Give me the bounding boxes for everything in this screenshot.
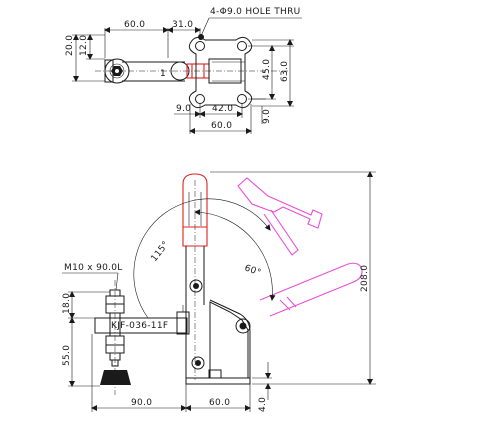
dim-90: 90.0 (131, 398, 152, 408)
dim-4: 4.0 (258, 397, 268, 412)
dim-42-bottom: 42.0 (212, 104, 233, 114)
dim-20-top: 20.0 (65, 35, 75, 56)
dim-9-right: 9.0 (262, 109, 272, 124)
side-view: KJF-036-11F M10 x 90.0L 115° 60° 18.0 55… (62, 171, 376, 412)
dim-63-top: 63.0 (280, 61, 290, 82)
dim-55: 55.0 (62, 345, 72, 366)
spindle-note: M10 x 90.0L (64, 263, 123, 273)
dim-9-bottom: 9.0 (176, 104, 191, 114)
dim-60-top: 60.0 (124, 20, 145, 30)
dim-45-top: 45.0 (262, 59, 272, 80)
dim-60-side: 60.0 (209, 398, 230, 408)
top-view: 4-Φ9.0 HOLE THRU 1 60.0 31.0 20.0 12.0 4… (65, 7, 302, 134)
angle-115: 115° (149, 240, 171, 264)
dim-31-top: 31.0 (172, 20, 193, 30)
model-label: KJF-036-11F (111, 321, 168, 331)
dim-208: 208.0 (360, 265, 370, 292)
dim-12-top: 12.0 (79, 35, 89, 56)
angle-60: 60° (243, 263, 262, 278)
angle-mark-top: 1 (160, 69, 166, 79)
dim-18: 18.0 (62, 293, 72, 314)
dim-60-bottom: 60.0 (211, 121, 232, 131)
hole-note: 4-Φ9.0 HOLE THRU (210, 7, 301, 17)
